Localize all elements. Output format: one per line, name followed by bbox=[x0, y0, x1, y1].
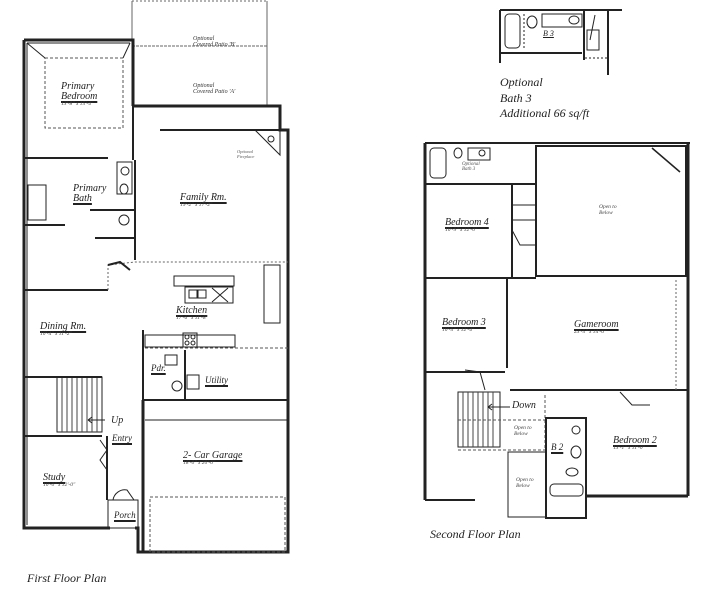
fireplace-label: Optional Fireplace bbox=[237, 149, 255, 159]
study-name: Study bbox=[43, 472, 66, 483]
study-label: Study 10'-0" x 12'-0" bbox=[43, 473, 75, 489]
bedroom4-label: Bedroom 4 10'-9" x 12'-0" bbox=[445, 218, 489, 234]
bath2-label: B 2 bbox=[551, 442, 564, 452]
entry-label: Entry bbox=[112, 433, 132, 443]
bedroom3-dim: 10'-5" x 12'-4" bbox=[442, 327, 475, 333]
patio-b-label: Optional Covered Patio 'B' bbox=[193, 36, 235, 48]
primary-bedroom-label: Primary Bedroom 13'-8" x 15'-4" bbox=[61, 82, 97, 108]
optional-bath-line2: Bath 3 bbox=[500, 90, 532, 105]
primary-bath-label: Primary Bath bbox=[73, 184, 106, 204]
garage-name: 2- Car Garage bbox=[183, 450, 243, 461]
primary-bedroom-name2: Bedroom bbox=[61, 91, 98, 102]
opt-bath3-label: Optional Bath 3 bbox=[462, 162, 480, 172]
bedroom2-name: Bedroom 2 bbox=[613, 435, 657, 446]
garage-label: 2- Car Garage 18'-0" x 20'-0" bbox=[183, 451, 242, 467]
open-below-2-line1: Open to bbox=[514, 425, 532, 431]
fireplace-line1: Optional bbox=[237, 149, 254, 154]
garage-dim: 18'-0" x 20'-0" bbox=[183, 460, 216, 466]
kitchen-name: Kitchen bbox=[176, 305, 208, 316]
opt-bath3-line1: Optional bbox=[462, 162, 480, 167]
patio-a-line1: Optional bbox=[193, 83, 215, 89]
first-floor-walls bbox=[22, 0, 290, 554]
second-floor-walls bbox=[423, 142, 690, 519]
porch-label: Porch bbox=[114, 510, 136, 520]
open-below-3-line1: Open to bbox=[516, 477, 534, 483]
utility-label: Utility bbox=[205, 375, 228, 385]
patio-a-label: Optional Covered Patio 'A' bbox=[193, 83, 235, 95]
powder-label: Pdr. bbox=[151, 363, 166, 373]
family-room-dim: 19'-2" x 17'-2" bbox=[180, 202, 213, 208]
open-below-3-label: Open to Below bbox=[516, 477, 534, 489]
fireplace-line2: Fireplace bbox=[237, 153, 255, 159]
patio-a-line2: Covered Patio 'A' bbox=[193, 89, 236, 95]
first-floor-caption: First Floor Plan bbox=[27, 571, 107, 585]
primary-bedroom-dim: 13'-8" x 15'-4" bbox=[61, 101, 94, 107]
second-floor-caption: Second Floor Plan bbox=[430, 527, 521, 541]
open-below-2-line2: Below bbox=[514, 430, 528, 437]
family-room-label: Family Rm. 19'-2" x 17'-2" bbox=[180, 193, 227, 209]
gameroom-dim: 23'-5" x 14'-6" bbox=[574, 329, 607, 335]
primary-bath-name1: Primary bbox=[73, 183, 107, 194]
bedroom2-label: Bedroom 2 13'-1" x 11'-0" bbox=[613, 436, 657, 452]
bedroom3-label: Bedroom 3 10'-5" x 12'-4" bbox=[442, 318, 486, 334]
primary-bedroom-name1: Primary bbox=[61, 81, 95, 92]
optional-bath-line1: Optional bbox=[500, 75, 543, 89]
stairs-down-label: Down bbox=[512, 400, 536, 411]
primary-bath-name2: Bath bbox=[73, 193, 92, 204]
study-dim: 10'-0" x 12'-0" bbox=[43, 482, 76, 488]
open-below-1-line1: Open to bbox=[599, 204, 617, 210]
open-below-1-line2: Below bbox=[599, 209, 613, 216]
open-below-3-line2: Below bbox=[516, 482, 530, 489]
optional-bath-description: Optional Bath 3 Additional 66 sq/ft bbox=[500, 75, 589, 122]
optional-bath-inset bbox=[499, 9, 622, 75]
gameroom-name: Gameroom bbox=[574, 319, 619, 330]
bedroom4-name: Bedroom 4 bbox=[445, 217, 489, 228]
open-below-1-label: Open to Below bbox=[599, 204, 617, 216]
open-below-2-label: Open to Below bbox=[514, 425, 532, 437]
stairs-up-label: Up bbox=[111, 415, 124, 426]
family-room-name: Family Rm. bbox=[180, 192, 227, 203]
bedroom3-name: Bedroom 3 bbox=[442, 317, 486, 328]
optional-bath-line3: Additional 66 sq/ft bbox=[500, 106, 590, 121]
dining-room-label: Dining Rm. 10'-4" x 11'-2" bbox=[40, 322, 86, 338]
bedroom2-dim: 13'-1" x 11'-0" bbox=[613, 445, 645, 451]
dining-room-name: Dining Rm. bbox=[40, 321, 87, 332]
patio-b-line1: Optional bbox=[193, 36, 215, 42]
kitchen-dim: 17'-6" x 11'-8" bbox=[176, 315, 208, 321]
opt-bath3-line2: Bath 3 bbox=[462, 167, 476, 172]
kitchen-label: Kitchen 17'-6" x 11'-8" bbox=[176, 306, 208, 322]
gameroom-label: Gameroom 23'-5" x 14'-6" bbox=[574, 320, 619, 336]
patio-b-line2: Covered Patio 'B' bbox=[193, 42, 236, 48]
dining-room-dim: 10'-4" x 11'-2" bbox=[40, 331, 72, 337]
optional-bath-room-label: B 3 bbox=[543, 29, 554, 38]
bedroom4-dim: 10'-9" x 12'-0" bbox=[445, 227, 478, 233]
